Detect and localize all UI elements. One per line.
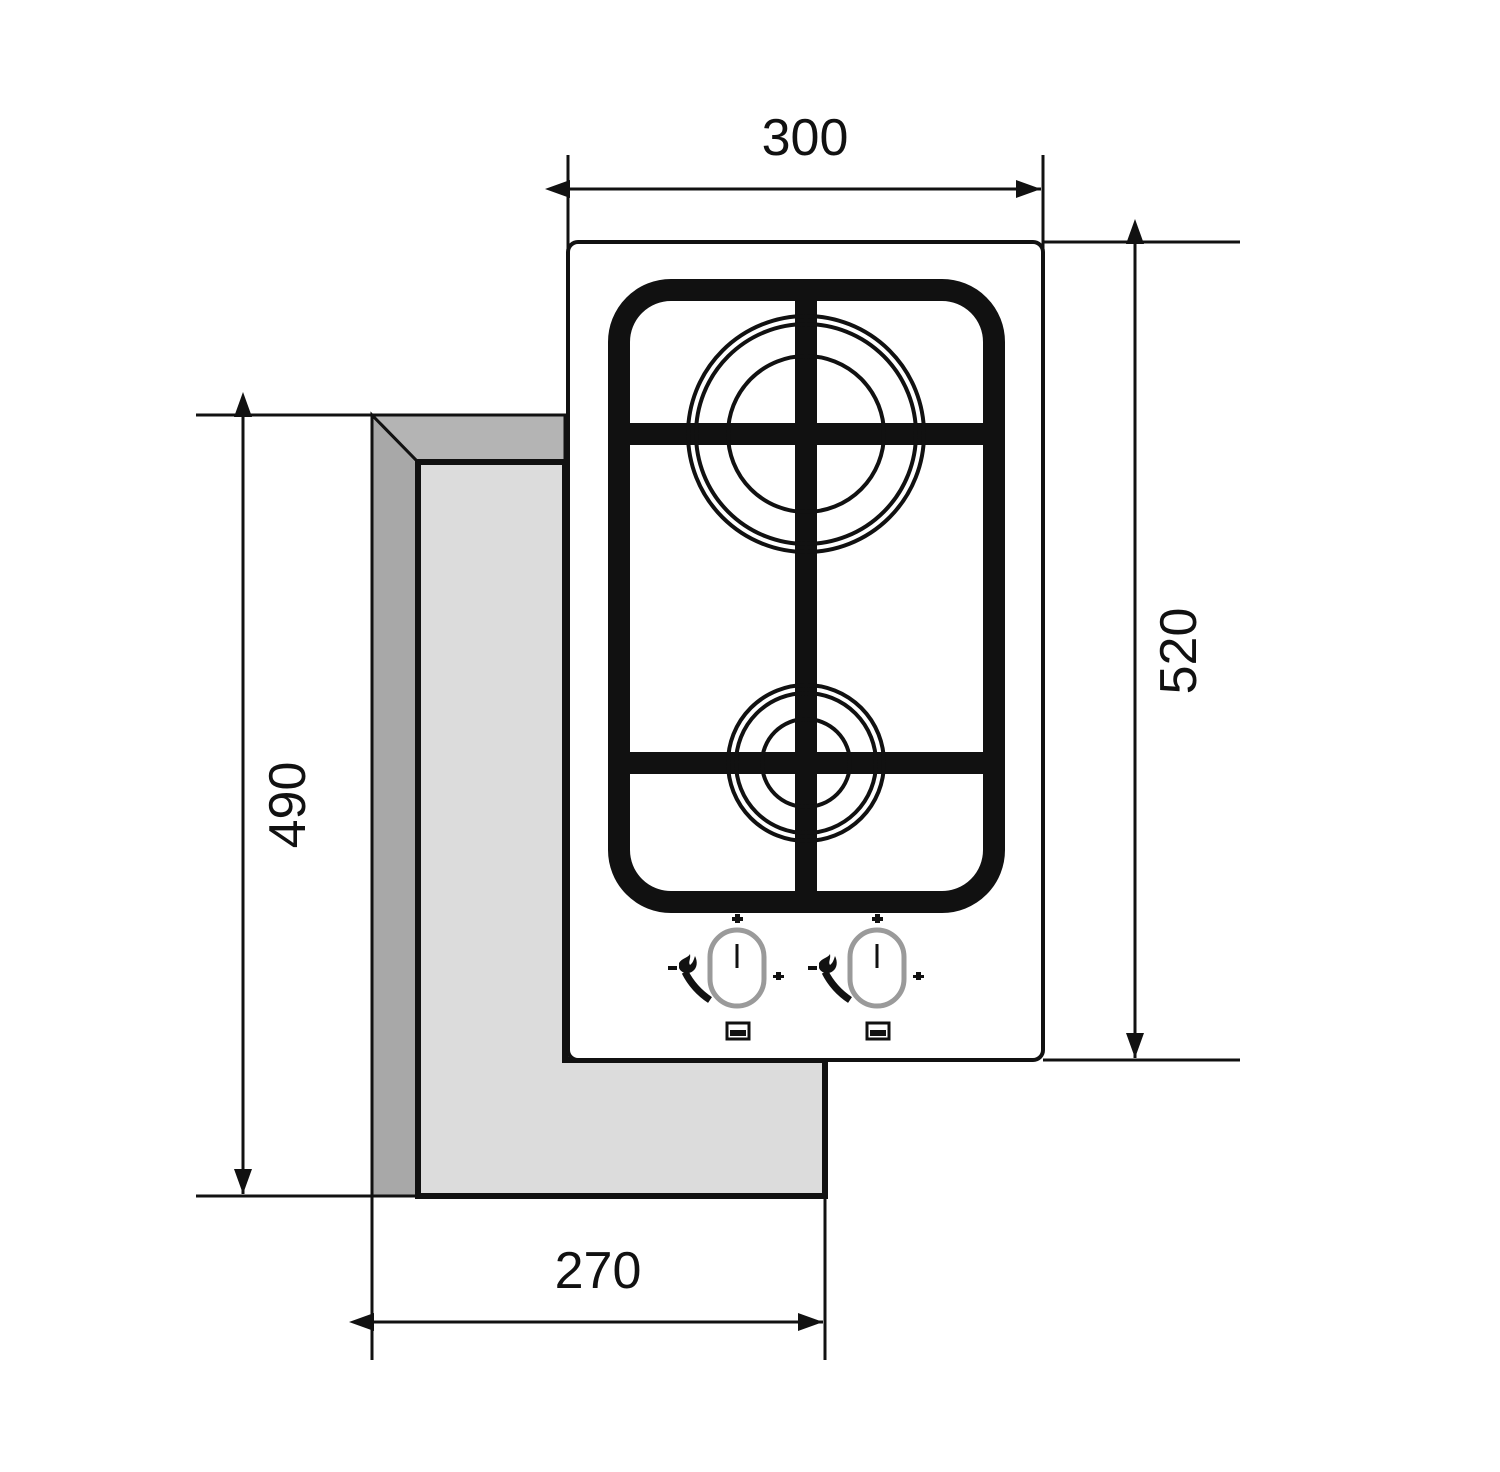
ignition-star-icon: [732, 914, 743, 923]
dimension-width-top: [545, 155, 1045, 250]
dim-490-label: 490: [259, 762, 317, 849]
cabinet-left-face: [370, 411, 420, 1198]
side-cabinet-body: [368, 411, 828, 1199]
large-flame-icon: [668, 954, 697, 974]
ignition-star-icon: [872, 914, 883, 923]
small-flame-icon: [773, 972, 784, 980]
front-burner-ring-middle: [734, 691, 878, 835]
dimension-height-left: [196, 392, 420, 1198]
rear-burner-ring-middle: [694, 322, 918, 546]
front-burner-ring-outer: [726, 683, 886, 843]
rear-burner-ring-inner: [726, 354, 886, 514]
dim-270-label: 270: [555, 1242, 642, 1300]
dimension-width-bottom: [349, 1196, 827, 1360]
knob-rear-burner[interactable]: [668, 914, 784, 1041]
burner-symbol-icon: [725, 1021, 751, 1041]
front-burner: [726, 683, 886, 843]
knob-rear-turn-arrow: [681, 970, 713, 1003]
large-flame-icon: [808, 954, 837, 974]
small-flame-icon: [913, 972, 924, 980]
front-burner-ring-inner: [760, 717, 852, 809]
dimension-height-right: [1043, 219, 1240, 1062]
dim-300-label: 300: [762, 109, 849, 167]
rear-burner: [686, 314, 926, 554]
knob-front-turn-arrow: [821, 970, 853, 1003]
knob-front-burner[interactable]: [808, 914, 924, 1041]
hob-grate: [608, 279, 1005, 913]
burner-symbol-icon: [865, 1021, 891, 1041]
rear-burner-ring-outer: [686, 314, 926, 554]
dim-520-label: 520: [1150, 608, 1208, 695]
